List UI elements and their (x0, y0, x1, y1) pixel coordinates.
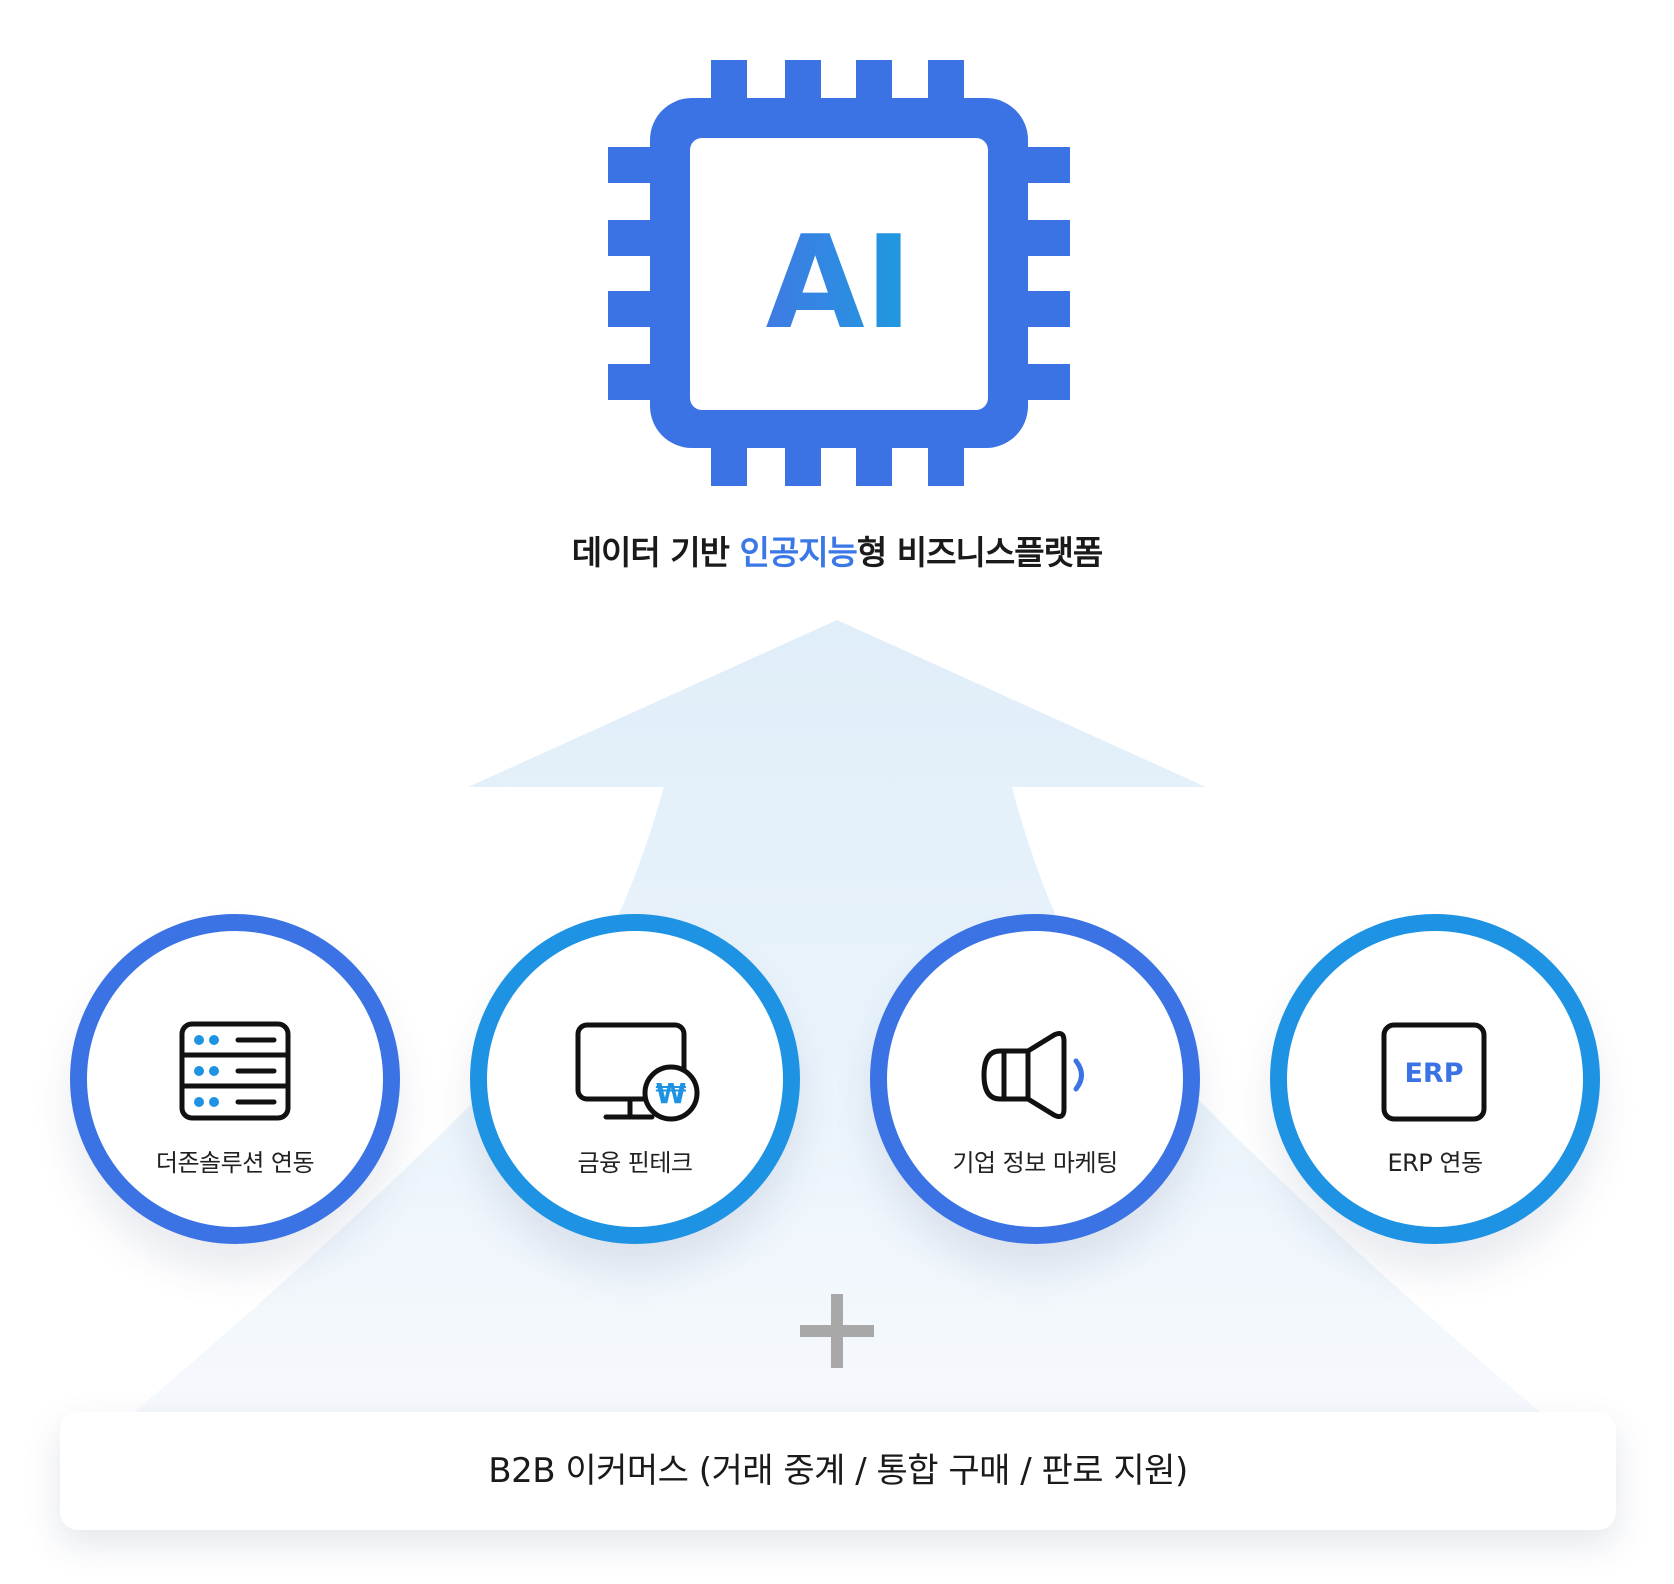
monitor-won-icon: ₩ (575, 1022, 700, 1122)
b2b-ecommerce-box: B2B 이커머스 (거래 중계 / 통합 구매 / 판로 지원) (60, 1412, 1616, 1530)
won-symbol: ₩ (656, 1077, 687, 1110)
ai-chip-text: AI (766, 209, 913, 358)
b2b-ecommerce-label: B2B 이커머스 (거래 중계 / 통합 구매 / 판로 지원) (488, 1451, 1188, 1491)
ai-chip-icon: AI (608, 60, 1070, 486)
megaphone-icon (981, 1031, 1084, 1119)
service-label-erp: ERP 연동 (1387, 1149, 1483, 1177)
service-label-douzone: 더존솔루션 연동 (155, 1149, 315, 1177)
service-circle-erp: ERP ERP 연동 (1270, 914, 1600, 1244)
headline-text-accent: 인공지능 (739, 533, 857, 572)
erp-icon: ERP (1381, 1022, 1487, 1122)
service-circle-douzone: 더존솔루션 연동 (70, 914, 400, 1244)
server-icon (179, 1021, 291, 1121)
platform-headline: 데이터 기반 인공지능형 비즈니스플랫폼 (0, 526, 1674, 574)
service-label-fintech: 금융 핀테크 (577, 1149, 693, 1177)
arrow-shape (134, 620, 1540, 1412)
service-label-marketing: 기업 정보 마케팅 (952, 1149, 1118, 1177)
service-circle-fintech: ₩ 금융 핀테크 (470, 914, 800, 1244)
headline-text-before: 데이터 기반 (571, 533, 740, 572)
headline-text-after: 형 비즈니스플랫폼 (856, 533, 1103, 572)
service-circle-marketing: 기업 정보 마케팅 (870, 914, 1200, 1244)
erp-icon-text: ERP (1404, 1058, 1463, 1089)
plus-icon (800, 1294, 874, 1368)
